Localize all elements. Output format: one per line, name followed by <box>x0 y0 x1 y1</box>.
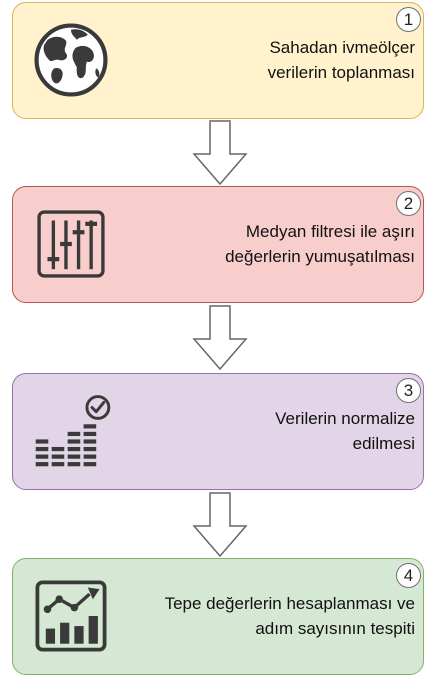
step-2-label: Medyan filtresi ile aşırı değerlerin yum… <box>225 222 415 266</box>
down-arrow-icon <box>192 120 248 186</box>
step-1-number: 1 <box>396 7 421 32</box>
step-1-label: Sahadan ivmeölçer verilerin toplanması <box>267 38 415 82</box>
step-4-number: 4 <box>396 563 421 588</box>
growth-chart-icon <box>35 580 107 652</box>
step-1-box: 1 Sahadan ivmeölçer verilerin toplanması <box>12 2 424 119</box>
step-3-number: 3 <box>396 378 421 403</box>
step-3-box: 3 Verilerin normalize edilmesi <box>12 373 424 490</box>
globe-icon <box>34 23 108 97</box>
down-arrow-icon <box>192 305 248 371</box>
step-3-label: Verilerin normalize edilmesi <box>275 409 415 453</box>
equalizer-check-icon <box>35 395 111 467</box>
step-2-box: 2 Medyan filtresi ile aşırı değerlerin y… <box>12 186 424 303</box>
step-4-box: 4 Tepe değerlerin hesaplanması ve adım s… <box>12 558 424 675</box>
step-2-number: 2 <box>396 191 421 216</box>
sliders-icon <box>37 210 105 278</box>
step-4-label: Tepe değerlerin hesaplanması ve adım say… <box>164 594 415 638</box>
down-arrow-icon <box>192 492 248 558</box>
